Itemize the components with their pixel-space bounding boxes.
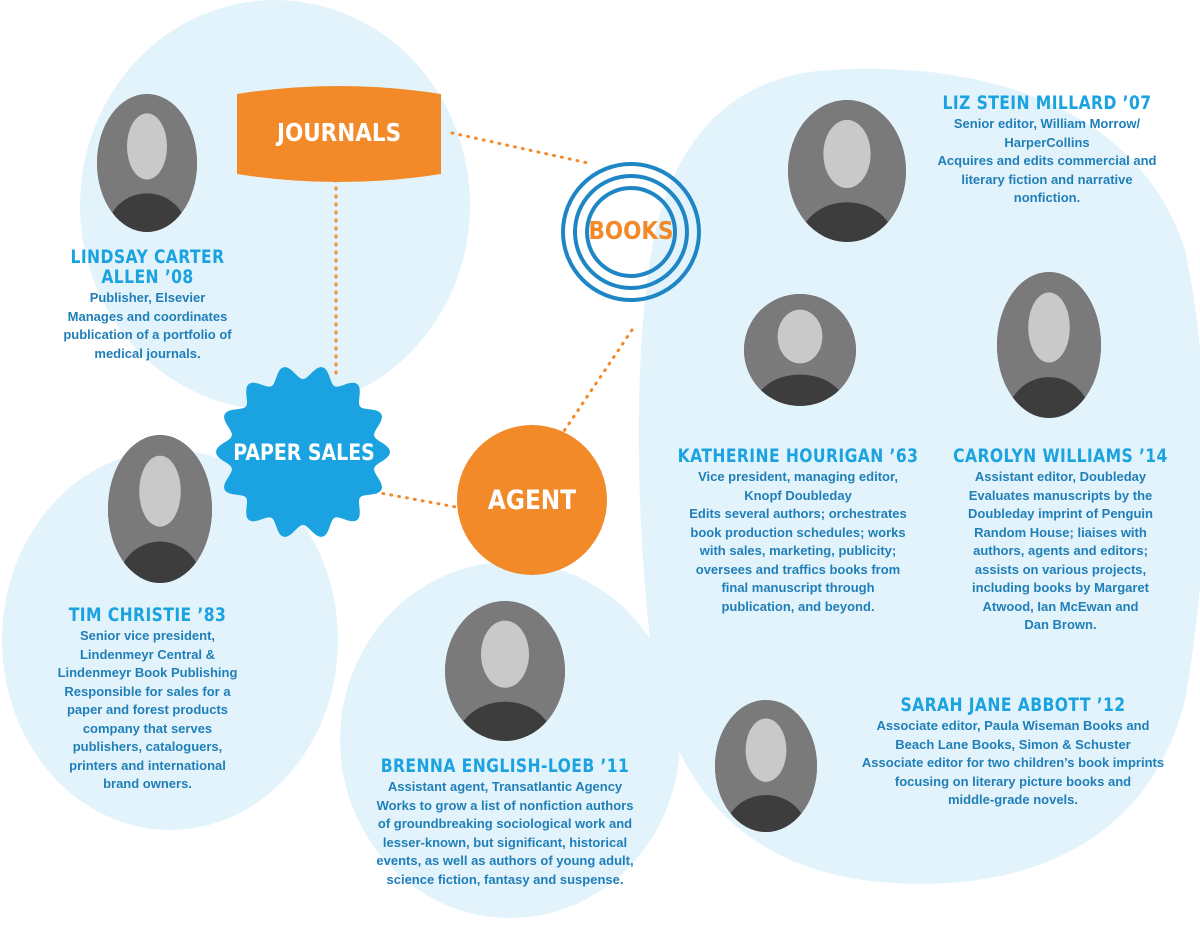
connector-books-agent (556, 328, 634, 442)
person-tim: TIM CHRISTIE ’83 Senior vice president,L… (25, 605, 270, 794)
books-label: BOOKS (588, 216, 674, 245)
person-katherine: KATHERINE HOURIGAN ’63 Vice president, m… (648, 446, 948, 616)
katherine-description: Vice president, managing editor,Knopf Do… (689, 469, 907, 614)
connector-papersales-agent (373, 490, 458, 509)
sarah-photo (715, 700, 817, 832)
person-brenna: BRENNA ENGLISH-LOEB ’11 Assistant agent,… (345, 756, 665, 889)
liz-description: Senior editor, William Morrow/HarperColl… (937, 116, 1157, 205)
sarah-name: SARAH JANE ABBOTT ’12 (900, 694, 1126, 716)
sarah-description: Associate editor, Paula Wiseman Books an… (861, 718, 1165, 807)
journals-label: JOURNALS (276, 118, 402, 147)
lindsay-photo (97, 94, 197, 232)
brenna-photo (445, 601, 565, 741)
books-bubble (638, 68, 1200, 884)
carolyn-name: CAROLYN WILLIAMS ’14 (953, 445, 1168, 467)
liz-name: LIZ STEIN MILLARD ’07 (942, 92, 1152, 114)
person-liz: LIZ STEIN MILLARD ’07 Senior editor, Wil… (897, 93, 1197, 208)
connector-journals-books (450, 131, 590, 165)
agent-hub-shape (457, 425, 607, 575)
katherine-photo (744, 294, 856, 406)
person-sarah: SARAH JANE ABBOTT ’12 Associate editor, … (838, 695, 1188, 810)
tim-description: Senior vice president,Lindenmeyr Central… (57, 628, 238, 791)
carolyn-photo (997, 272, 1101, 418)
brenna-name: BRENNA ENGLISH-LOEB ’11 (380, 755, 630, 777)
katherine-name: KATHERINE HOURIGAN ’63 (677, 445, 919, 467)
tim-bubble (2, 450, 338, 830)
tim-photo (108, 435, 212, 583)
liz-photo (788, 100, 906, 242)
person-carolyn: CAROLYN WILLIAMS ’14 Assistant editor, D… (928, 446, 1193, 635)
tim-name: TIM CHRISTIE ’83 (68, 604, 227, 626)
journals-hub-shape (237, 86, 441, 182)
agent-label: AGENT (487, 485, 577, 516)
books-hub-shape (561, 162, 701, 302)
paper-sales-label: PAPER SALES (233, 441, 375, 466)
paper-sales-hub-shape (216, 367, 390, 537)
